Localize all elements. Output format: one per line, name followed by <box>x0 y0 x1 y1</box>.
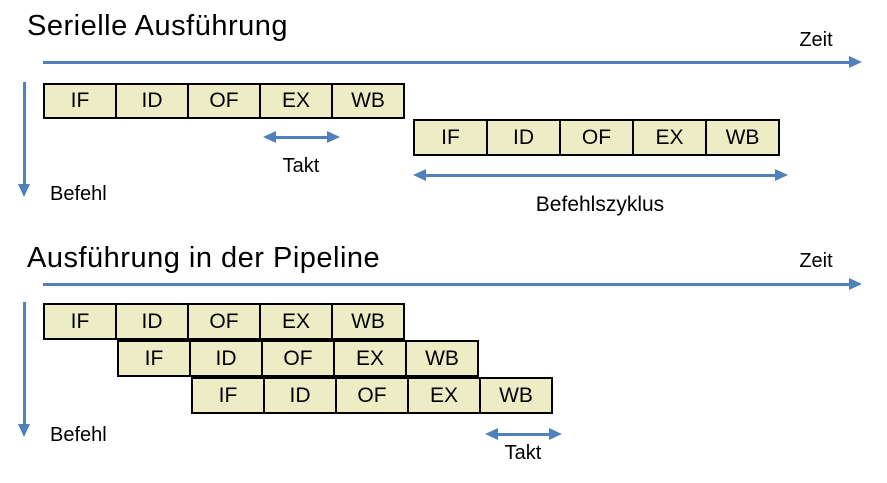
serial-befehl-axis-arrow <box>18 82 31 197</box>
stage-cell-wb: WB <box>331 303 405 340</box>
pipeline-instruction-3-row: IF ID OF EX WB <box>191 377 553 414</box>
pipeline-takt-arrow <box>485 428 562 441</box>
serial-section-title: Serielle Ausführung <box>27 10 288 42</box>
befehlszyklus-arrow <box>413 169 788 182</box>
stage-cell-ex: EX <box>259 83 333 119</box>
serial-befehl-label: Befehl <box>50 183 107 205</box>
stage-cell-wb: WB <box>479 377 553 414</box>
serial-time-axis-arrow <box>43 56 862 69</box>
pipeline-befehl-axis-arrow <box>18 302 31 437</box>
arrowhead-left-icon <box>485 428 498 440</box>
stage-cell-if: IF <box>43 303 117 340</box>
stage-cell-id: ID <box>115 303 189 340</box>
stage-cell-id: ID <box>263 377 337 414</box>
arrow-shaft <box>274 136 329 139</box>
arrowhead-down-icon <box>18 184 30 197</box>
stage-cell-if: IF <box>413 119 488 156</box>
stage-cell-wb: WB <box>705 119 780 156</box>
pipeline-takt-label: Takt <box>504 442 542 464</box>
stage-cell-id: ID <box>486 119 561 156</box>
arrowhead-right-icon <box>327 131 340 143</box>
stage-cell-of: OF <box>187 303 261 340</box>
stage-cell-ex: EX <box>259 303 333 340</box>
pipeline-section-title: Ausführung in der Pipeline <box>27 242 381 274</box>
arrowhead-right-icon <box>849 56 862 68</box>
arrowhead-right-icon <box>775 169 788 181</box>
pipeline-befehl-label: Befehl <box>50 424 107 446</box>
arrow-shaft <box>23 82 26 186</box>
stage-cell-of: OF <box>187 83 261 119</box>
arrowhead-down-icon <box>18 424 30 437</box>
serial-takt-label: Takt <box>282 155 320 177</box>
arrow-shaft <box>43 61 851 64</box>
befehlszyklus-label: Befehlszyklus <box>535 193 665 216</box>
arrow-shaft <box>23 302 26 426</box>
pipeline-instruction-1-row: IF ID OF EX WB <box>43 303 405 340</box>
stage-cell-of: OF <box>335 377 409 414</box>
stage-cell-id: ID <box>189 340 263 377</box>
arrow-shaft <box>424 174 777 177</box>
pipeline-zeit-label: Zeit <box>799 250 833 272</box>
serial-instruction-1-row: IF ID OF EX WB <box>43 83 405 119</box>
stage-cell-id: ID <box>115 83 189 119</box>
stage-cell-if: IF <box>191 377 265 414</box>
stage-cell-wb: WB <box>405 340 479 377</box>
pipeline-instruction-2-row: IF ID OF EX WB <box>117 340 479 377</box>
stage-cell-of: OF <box>559 119 634 156</box>
pipeline-time-axis-arrow <box>43 278 862 291</box>
arrowhead-right-icon <box>849 278 862 290</box>
arrow-shaft <box>43 283 851 286</box>
stage-cell-ex: EX <box>407 377 481 414</box>
serial-instruction-2-row: IF ID OF EX WB <box>413 119 780 156</box>
stage-cell-if: IF <box>117 340 191 377</box>
stage-cell-if: IF <box>43 83 117 119</box>
stage-cell-ex: EX <box>333 340 407 377</box>
arrowhead-left-icon <box>413 169 426 181</box>
stage-cell-wb: WB <box>331 83 405 119</box>
serial-takt-arrow <box>263 131 340 144</box>
arrowhead-left-icon <box>263 131 276 143</box>
stage-cell-ex: EX <box>632 119 707 156</box>
serial-zeit-label: Zeit <box>799 29 833 51</box>
arrow-shaft <box>496 433 551 436</box>
stage-cell-of: OF <box>261 340 335 377</box>
arrowhead-right-icon <box>549 428 562 440</box>
